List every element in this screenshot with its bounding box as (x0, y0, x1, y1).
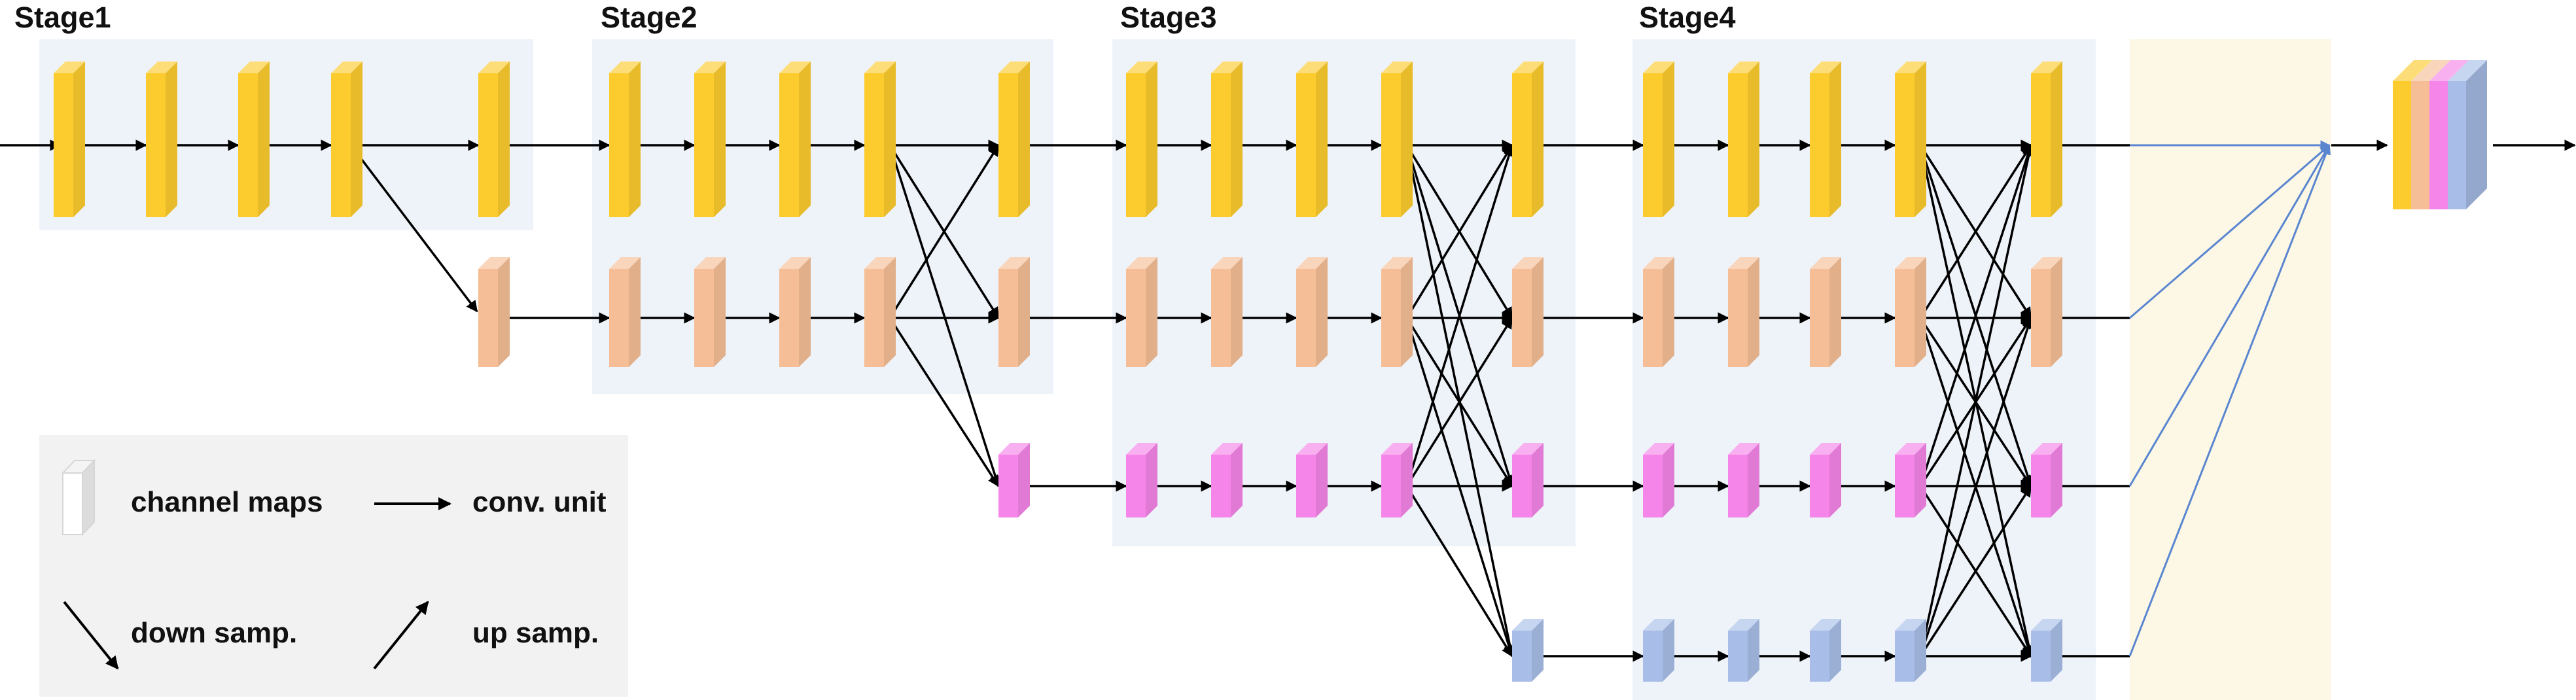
stage3-row3-block-2 (1211, 443, 1243, 517)
transition3-row1-block (1512, 61, 1544, 217)
stage4-row4-block-2 (1728, 619, 1759, 682)
stage3-panel (1112, 39, 1576, 546)
legend-down-samp-label: down samp. (131, 617, 297, 649)
stage3-row1-block-4 (1381, 61, 1413, 217)
stage3-row2-block-4 (1381, 257, 1413, 367)
legend-channel-maps-label: channel maps (131, 486, 323, 518)
stage3-row2-block-3 (1296, 257, 1328, 367)
final-row3-block (2031, 443, 2062, 517)
stage3-row1-block-3 (1296, 61, 1328, 217)
fuse2-arrow-2-3 (889, 317, 1000, 487)
fuse4-arrow-3-1 (1919, 144, 2034, 487)
stage3-row2-block-2 (1211, 257, 1243, 367)
stage2-title: Stage2 (601, 1, 697, 34)
stage4-row3-block-2 (1728, 443, 1759, 517)
fuse2-arrow-2-1 (889, 144, 1000, 319)
stage3-row2-block-1 (1126, 257, 1157, 367)
stage2-row1-block-2 (694, 61, 726, 217)
stage2-row2-block-4 (864, 257, 896, 367)
transition1-row2-block (478, 257, 510, 367)
block-layer (54, 60, 2487, 682)
stage4-row3-block-3 (1810, 443, 1841, 517)
legend-up-samp-label: up samp. (472, 617, 599, 649)
stage1-row1-block-3 (238, 61, 270, 217)
stage4-row3-block-4 (1895, 443, 1926, 517)
stage4-row4-block-3 (1810, 619, 1841, 682)
stage4-row4-block-4 (1895, 619, 1926, 682)
transition1-down-arrow (359, 156, 478, 313)
legend-channel-map-icon (61, 459, 96, 536)
final-row1-block (2031, 61, 2062, 217)
aggregate-arrow-row3 (2128, 144, 2331, 487)
transition2-row3-block (998, 443, 1030, 517)
legend-down-arrow (63, 601, 119, 670)
transition3-row3-block (1512, 443, 1544, 517)
stage3-row3-block-4 (1381, 443, 1413, 517)
stage3-title: Stage3 (1120, 1, 1217, 34)
fuse4-arrow-4-3 (1919, 485, 2032, 657)
transition2-row2-block (998, 257, 1030, 367)
stage2-row2-block-1 (609, 257, 641, 367)
stage3-row1-block-1 (1126, 61, 1157, 217)
fuse4-arrow-4-2 (1919, 317, 2034, 657)
stage2-row2-block-2 (694, 257, 726, 367)
stage3-row3-block-1 (1126, 443, 1157, 517)
stage3-row3-block-3 (1296, 443, 1328, 517)
fuse3-arrow-2-1 (1405, 144, 1513, 319)
stage2-row1-block-1 (609, 61, 641, 217)
stage4-row2-block-1 (1643, 257, 1674, 367)
fuse3-arrow-3-4 (1405, 485, 1513, 657)
transition3-row4-block (1512, 619, 1544, 682)
stage2-row2-block-3 (779, 257, 811, 367)
aggregate-arrow-row2 (2129, 144, 2331, 319)
stage2-row1-block-4 (864, 61, 896, 217)
legend-up-arrow (373, 601, 429, 670)
fuse2-arrow-1-3 (889, 145, 1001, 487)
stage4-panel (1632, 39, 2096, 700)
stage2-panel (592, 39, 1053, 394)
legend: channel maps conv. unit down samp. up sa… (39, 435, 628, 697)
fuse4-arrow-4-1 (1919, 144, 2035, 657)
transition3-row2-block (1512, 257, 1544, 367)
final-row2-block (2031, 257, 2062, 367)
stage4-row2-block-4 (1895, 257, 1926, 367)
fusion-panel (2130, 39, 2331, 700)
fuse3-arrow-3-1 (1405, 144, 1515, 487)
stage4-row3-block-1 (1643, 443, 1674, 517)
stage4-row4-block-1 (1643, 619, 1674, 682)
fuse4-arrow-2-1 (1919, 144, 2032, 319)
stage4-row1-block-2 (1728, 61, 1759, 217)
stage4-row2-block-3 (1810, 257, 1841, 367)
stage1-row1-block-4 (331, 61, 362, 217)
legend-conv-unit-label: conv. unit (472, 486, 607, 518)
stage4-row1-block-1 (1643, 61, 1674, 217)
stage2-row1-block-3 (779, 61, 811, 217)
transition1-row1-block (478, 61, 510, 217)
arrow-layer (0, 139, 2576, 662)
stage1-row1-block-2 (146, 61, 177, 217)
stage4-title: Stage4 (1639, 1, 1736, 34)
stage1-row1-block-1 (54, 61, 85, 217)
background-panels (39, 39, 2331, 700)
fuse3-arrow-3-2 (1405, 317, 1513, 487)
stage1-title: Stage1 (14, 1, 111, 34)
legend-panel (39, 435, 628, 697)
transition2-row1-block (998, 61, 1030, 217)
stage1-panel (39, 39, 533, 230)
concat-output-block (2393, 60, 2487, 209)
stage4-row1-block-3 (1810, 61, 1841, 217)
stage3-row1-block-2 (1211, 61, 1243, 217)
aggregate-arrow-row4 (2128, 144, 2331, 657)
final-row4-block (2031, 619, 2062, 682)
stage4-row1-block-4 (1895, 61, 1926, 217)
stage4-row2-block-2 (1728, 257, 1759, 367)
